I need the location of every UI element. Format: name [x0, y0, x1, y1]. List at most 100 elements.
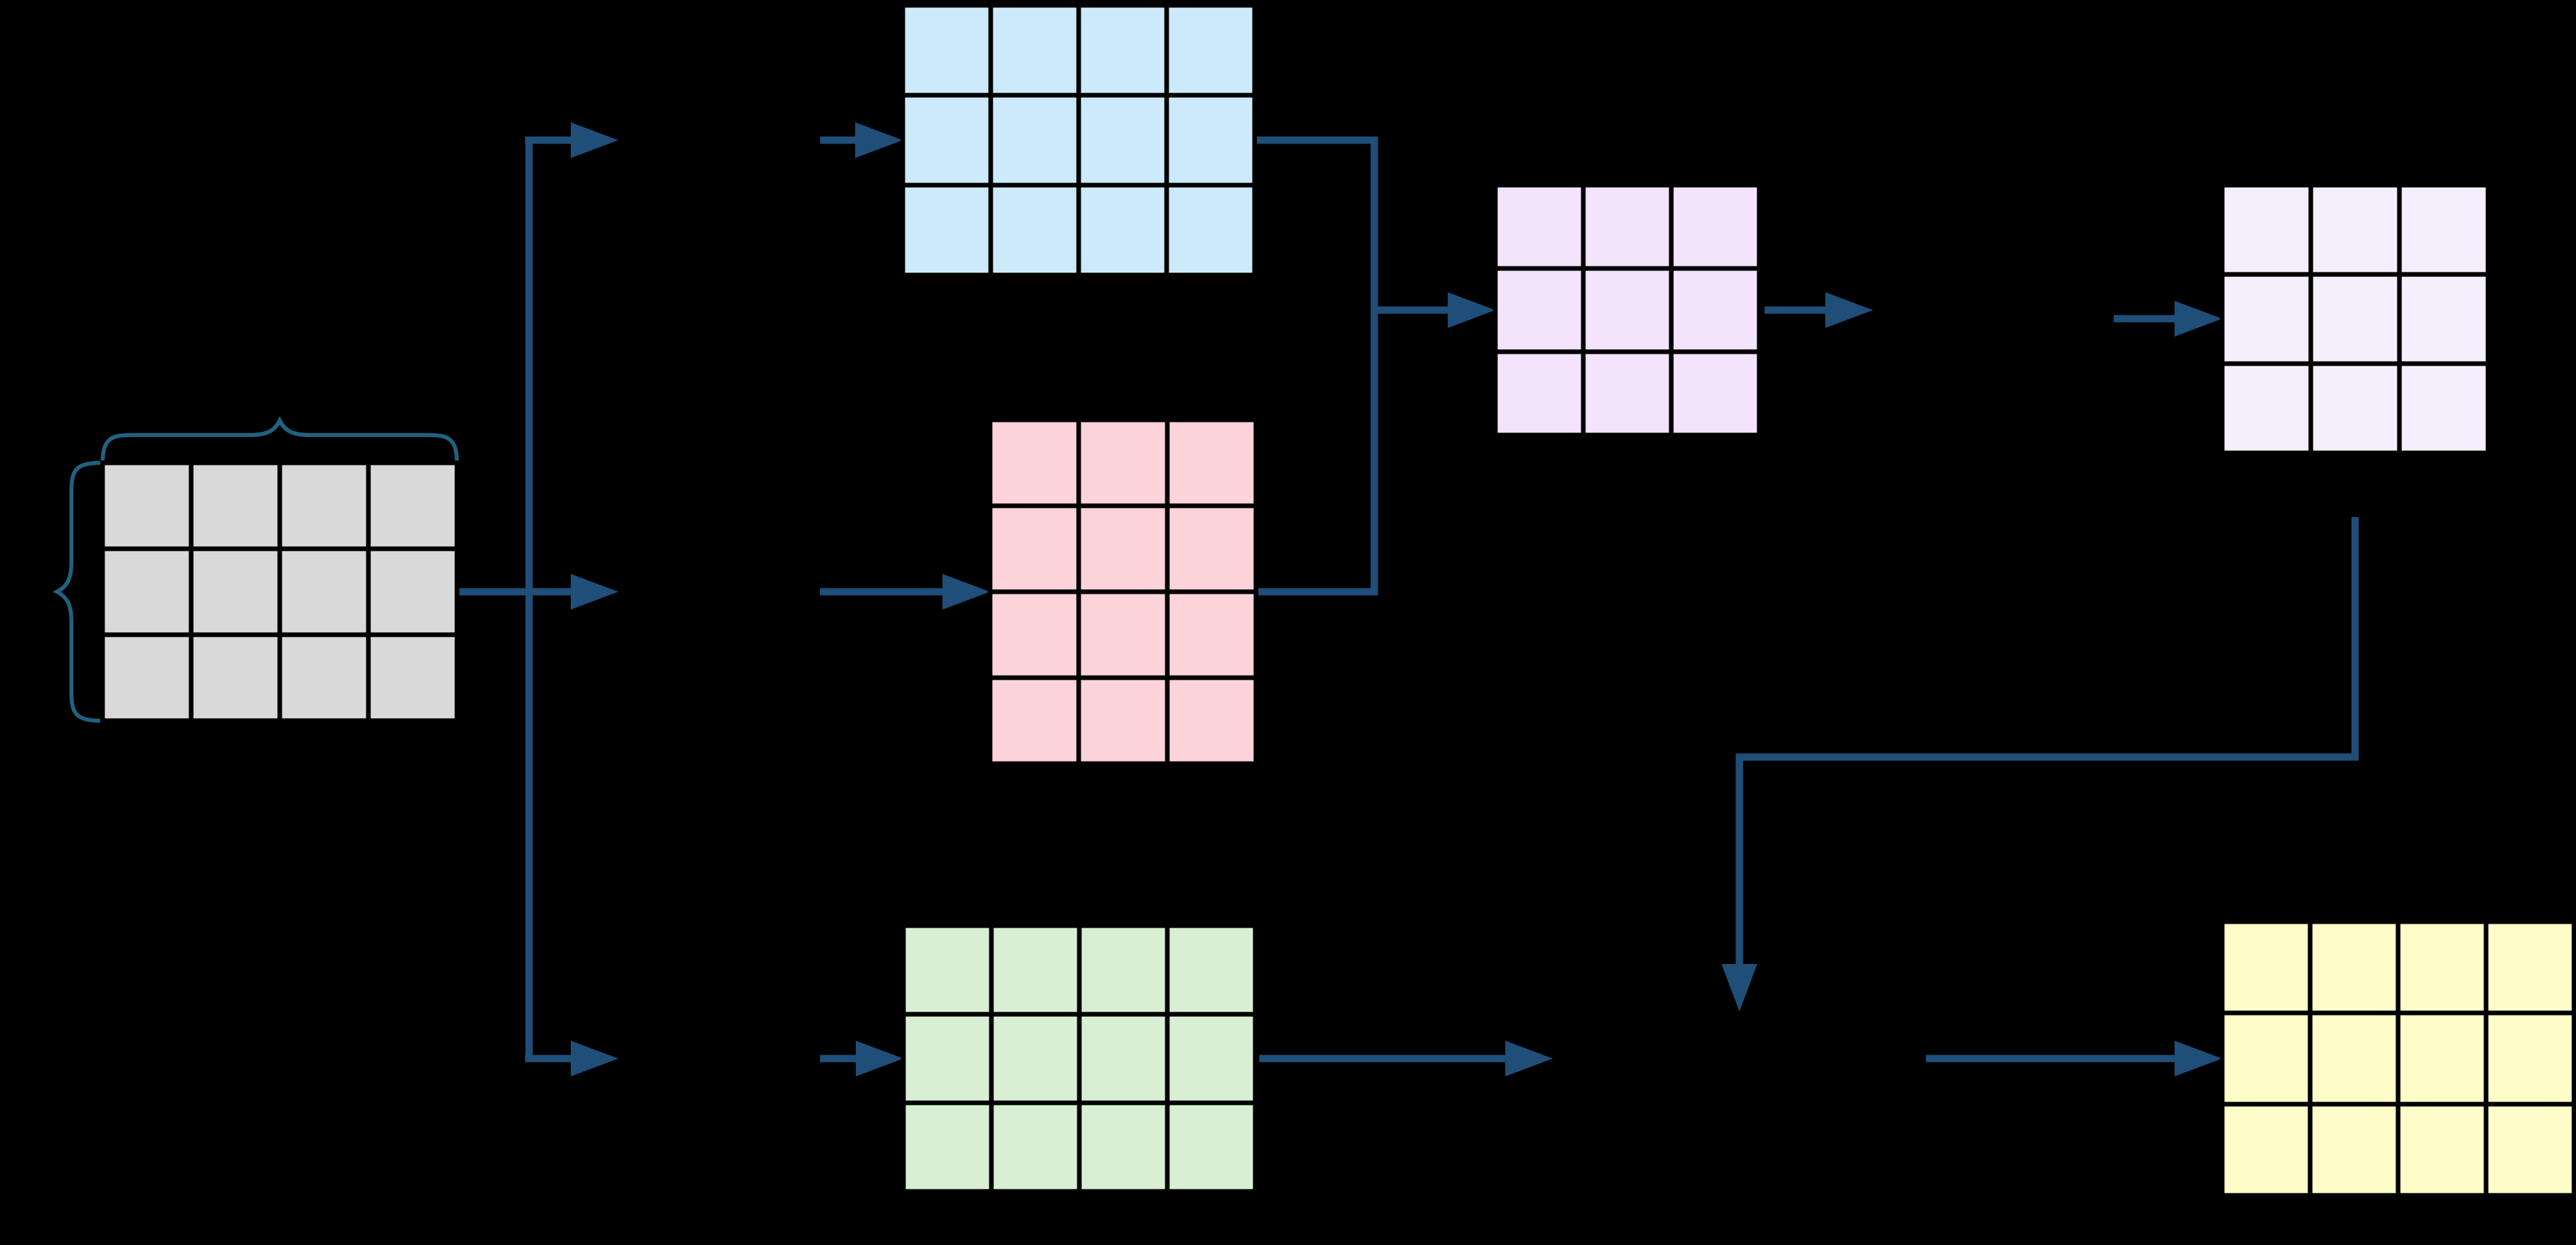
branch-arrow-bottom — [525, 1041, 618, 1076]
weights-exit-elbow-arrow-head — [1722, 964, 1757, 1012]
key-matrix-cell — [987, 417, 1081, 508]
key-matrix-cell — [1076, 417, 1170, 508]
query-matrix-cell — [1076, 3, 1169, 98]
output-matrix-cell — [2395, 1010, 2489, 1107]
weights-matrix-cell — [2308, 272, 2402, 366]
output-matrix-cell — [2483, 1010, 2576, 1107]
value-entry-arrow — [820, 1041, 903, 1076]
query-matrix-cell — [1164, 182, 1257, 278]
value-matrix-cell — [1165, 923, 1258, 1017]
scores-matrix-cell — [1493, 182, 1586, 271]
key-matrix-cell — [1076, 589, 1170, 680]
output-entry-arrow — [1926, 1041, 2222, 1076]
output-matrix-cell — [2220, 919, 2313, 1016]
branch-arrow-top — [525, 122, 618, 158]
value-exit-arrow-head — [1505, 1041, 1553, 1076]
scores-matrix — [1493, 182, 1762, 438]
input-matrix-cell — [188, 460, 282, 551]
query-entry-arrow-head — [855, 122, 903, 158]
key-matrix — [987, 417, 1259, 766]
weights-entry-arrow — [2114, 301, 2222, 337]
input-matrix-cell — [277, 632, 371, 723]
query-matrix-cell — [900, 3, 993, 98]
value-entry-arrow-head — [856, 1041, 903, 1076]
key-matrix-cell — [1076, 503, 1170, 594]
input-matrix-cell — [366, 632, 460, 723]
weights-matrix-cell — [2308, 361, 2402, 456]
output-matrix-cell — [2307, 1010, 2401, 1107]
value-matrix-cell — [901, 1012, 994, 1105]
branch-arrow-bottom-head — [571, 1041, 618, 1076]
value-matrix-cell — [1077, 923, 1170, 1017]
key-matrix-cell — [1165, 675, 1259, 766]
query-matrix-cell — [1164, 3, 1257, 98]
output-matrix — [2220, 919, 2576, 1198]
weights-matrix-cell — [2220, 361, 2313, 456]
output-matrix-cell — [2220, 1102, 2313, 1198]
key-matrix-cell — [987, 503, 1081, 594]
weights-exit-elbow-arrow — [1722, 517, 2359, 1012]
value-exit-arrow — [1259, 1041, 1553, 1076]
branch-arrow-middle-head — [571, 574, 618, 610]
weights-entry-arrow-head — [2175, 301, 2222, 337]
value-matrix-cell — [901, 1100, 994, 1194]
output-entry-arrow-head — [2175, 1041, 2222, 1076]
weights-exit-elbow-arrow-line — [1735, 517, 2359, 964]
key-matrix-cell — [1076, 675, 1170, 766]
key-matrix-cell — [1165, 589, 1259, 680]
scores-exit-arrow — [1765, 292, 1873, 328]
query-matrix-cell — [900, 182, 993, 278]
query-key-join-line — [1255, 136, 1378, 596]
query-matrix-cell — [988, 93, 1081, 188]
input-matrix-cell — [277, 546, 371, 637]
scores-matrix-cell — [1493, 266, 1586, 354]
value-matrix-cell — [1165, 1012, 1258, 1105]
output-matrix-cell — [2395, 1102, 2489, 1198]
input-matrix-cell — [100, 460, 194, 551]
input-matrix — [100, 460, 460, 723]
weights-matrix-cell — [2397, 182, 2491, 277]
scores-entry-arrow-head — [1448, 292, 1495, 328]
weights-matrix — [2220, 182, 2491, 456]
query-matrix-cell — [1076, 182, 1169, 278]
branch-arrow-top-head — [571, 122, 618, 158]
value-matrix-cell — [989, 1100, 1082, 1194]
value-matrix-cell — [1165, 1100, 1258, 1194]
scores-entry-arrow — [1374, 292, 1495, 328]
output-matrix-cell — [2483, 919, 2576, 1016]
weights-matrix-cell — [2308, 182, 2402, 277]
input-matrix-cell — [366, 460, 460, 551]
query-matrix-cell — [1164, 93, 1257, 188]
value-matrix-cell — [901, 923, 994, 1017]
output-matrix-cell — [2307, 919, 2401, 1016]
scores-matrix-cell — [1669, 349, 1762, 438]
output-matrix-cell — [2307, 1102, 2401, 1198]
scores-matrix-cell — [1669, 266, 1762, 354]
scores-matrix-cell — [1669, 182, 1762, 271]
output-matrix-cell — [2220, 1010, 2313, 1107]
weights-matrix-cell — [2397, 272, 2491, 366]
weights-matrix-cell — [2397, 361, 2491, 456]
input-matrix-cell — [100, 632, 194, 723]
key-matrix-cell — [987, 589, 1081, 680]
value-matrix-cell — [1077, 1012, 1170, 1105]
key-matrix-cell — [987, 675, 1081, 766]
query-entry-arrow — [820, 122, 903, 158]
output-matrix-cell — [2395, 919, 2489, 1016]
scores-matrix-cell — [1581, 266, 1674, 354]
key-entry-arrow — [820, 574, 990, 610]
scores-matrix-cell — [1493, 349, 1586, 438]
key-matrix-cell — [1165, 503, 1259, 594]
input-matrix-cell — [188, 546, 282, 637]
weights-matrix-cell — [2220, 272, 2313, 366]
query-matrix-cell — [900, 93, 993, 188]
query-matrix-cell — [988, 182, 1081, 278]
branch-arrow-middle — [525, 574, 618, 610]
value-matrix — [901, 923, 1258, 1194]
query-matrix-cell — [988, 3, 1081, 98]
query-matrix — [900, 3, 1257, 278]
value-matrix-cell — [989, 1012, 1082, 1105]
key-entry-arrow-head — [942, 574, 990, 610]
scores-exit-arrow-head — [1825, 292, 1873, 328]
